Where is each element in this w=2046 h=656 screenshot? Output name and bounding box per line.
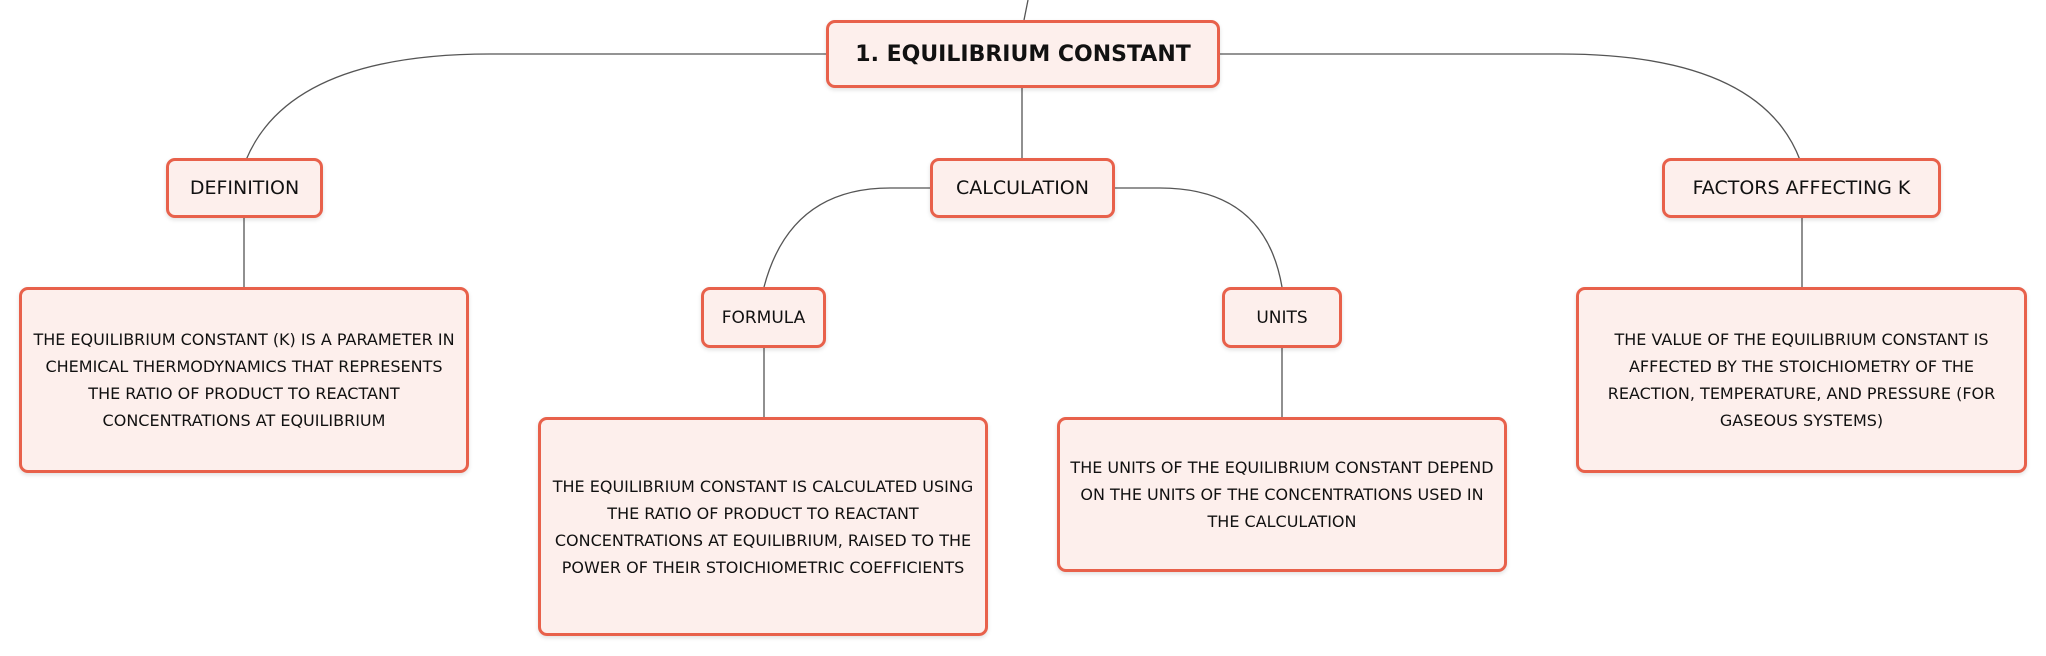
definition-node[interactable]: DEFINITION (166, 158, 323, 218)
connector-root-factors (1220, 53, 1801, 161)
connector-calculation-formula (763, 187, 930, 288)
formula-description[interactable]: THE EQUILIBRIUM CONSTANT IS CALCULATED U… (538, 417, 988, 636)
factors-description[interactable]: THE VALUE OF THE EQUILIBRIUM CONSTANT IS… (1576, 287, 2027, 473)
root-label: 1. EQUILIBRIUM CONSTANT (855, 41, 1191, 67)
root-node[interactable]: 1. EQUILIBRIUM CONSTANT (826, 20, 1220, 88)
definition-text: THE EQUILIBRIUM CONSTANT (K) IS A PARAME… (33, 330, 455, 430)
calculation-node[interactable]: CALCULATION (930, 158, 1115, 218)
units-label: UNITS (1256, 307, 1308, 328)
units-description[interactable]: THE UNITS OF THE EQUILIBRIUM CONSTANT DE… (1057, 417, 1507, 572)
units-node[interactable]: UNITS (1222, 287, 1342, 348)
units-text: THE UNITS OF THE EQUILIBRIUM CONSTANT DE… (1070, 458, 1494, 531)
formula-label: FORMULA (721, 307, 806, 328)
calculation-label: CALCULATION (956, 177, 1089, 199)
connector-root-top (1023, 0, 1029, 21)
formula-text: THE EQUILIBRIUM CONSTANT IS CALCULATED U… (552, 476, 974, 577)
definition-description[interactable]: THE EQUILIBRIUM CONSTANT (K) IS A PARAME… (19, 287, 469, 473)
formula-node[interactable]: FORMULA (701, 287, 826, 348)
definition-label: DEFINITION (189, 177, 300, 199)
factors-node[interactable]: FACTORS AFFECTING K (1662, 158, 1941, 218)
factors-label: FACTORS AFFECTING K (1692, 177, 1911, 199)
connector-calculation-units (1115, 187, 1283, 288)
connector-root-definition (245, 53, 826, 161)
factors-text: THE VALUE OF THE EQUILIBRIUM CONSTANT IS… (1607, 330, 1996, 430)
